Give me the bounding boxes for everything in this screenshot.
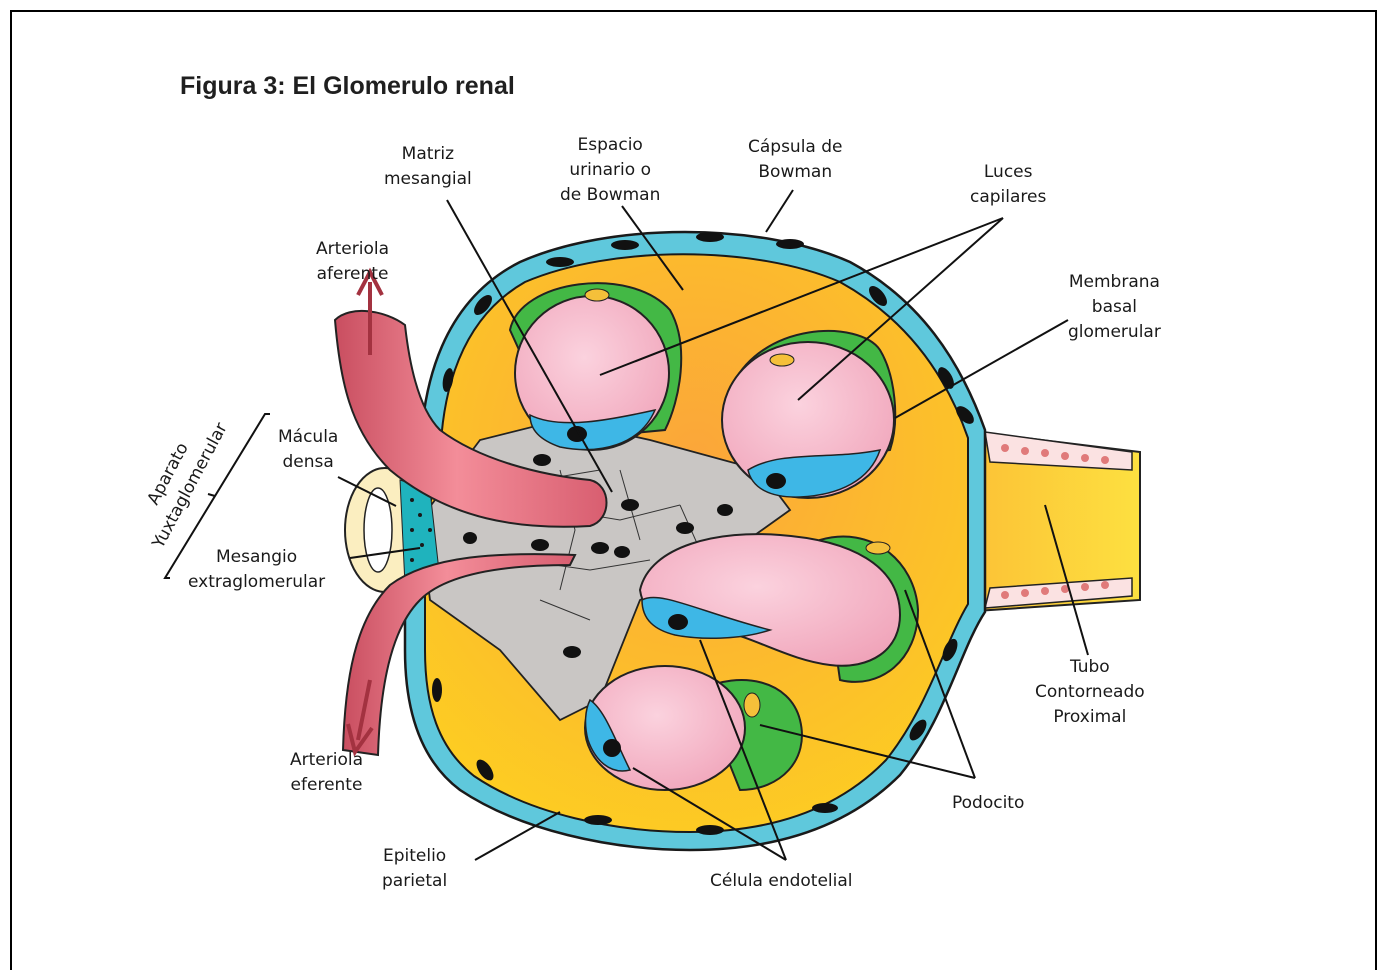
capillary-loop-1 — [510, 283, 681, 450]
label-epitelio-parietal: Epitelio parietal — [382, 844, 447, 894]
label-mesangio-extraglomerular: Mesangio extraglomerular — [188, 545, 325, 595]
label-membrana-basal: Membrana basal glomerular — [1068, 270, 1161, 345]
bracket-tick — [208, 494, 215, 496]
label-espacio-urinario: Espacio urinario o de Bowman — [560, 133, 660, 208]
label-matriz-mesangial: Matriz mesangial — [384, 142, 472, 192]
label-tubo-contorneado: Tubo Contorneado Proximal — [1035, 655, 1145, 730]
label-macula-densa: Mácula densa — [278, 425, 338, 475]
label-arteriola-aferente: Arteriola aferente — [316, 237, 389, 287]
label-capsula-bowman: Cápsula de Bowman — [748, 135, 843, 185]
label-celula-endotelial: Célula endotelial — [710, 869, 853, 894]
label-arteriola-eferente: Arteriola eferente — [290, 748, 363, 798]
label-podocito: Podocito — [952, 791, 1024, 816]
label-luces-capilares: Luces capilares — [970, 160, 1046, 210]
